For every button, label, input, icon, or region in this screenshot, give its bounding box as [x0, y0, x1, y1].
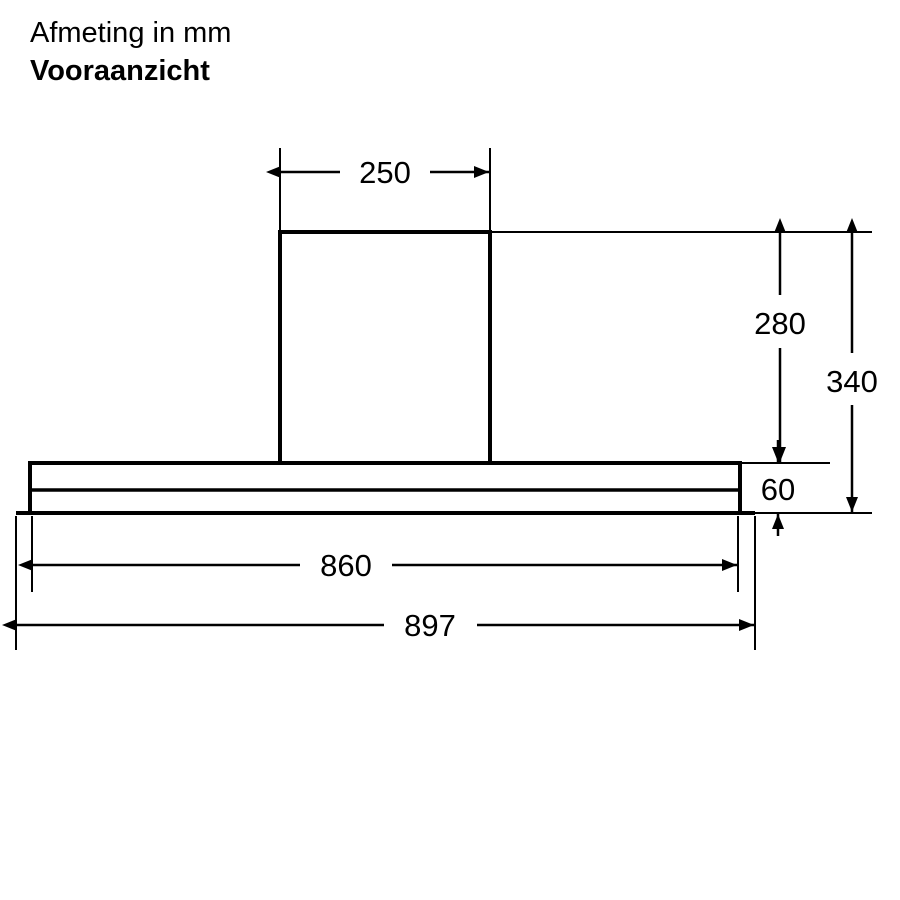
dimension-897: 897 [2, 608, 754, 643]
product-outline [16, 230, 755, 515]
dim-250-label: 250 [359, 155, 411, 190]
dim-280-label: 280 [754, 306, 806, 341]
dim-60-label: 60 [761, 472, 795, 507]
drawing-title-block: Afmeting in mm Vooraanzicht [30, 14, 530, 90]
extension-lines [15, 148, 872, 650]
view-name-heading: Vooraanzicht [30, 55, 210, 87]
unit-caption: Afmeting in mm [30, 17, 232, 49]
dim-860-label: 860 [320, 548, 372, 583]
chimney-duct-outline [278, 230, 492, 465]
dimension-860: 860 [18, 548, 737, 583]
dim-897-label: 897 [404, 608, 456, 643]
dimension-60: 60 [761, 440, 795, 536]
dimension-250: 250 [266, 155, 489, 190]
dimension-280: 280 [754, 218, 806, 462]
dim-340-label: 340 [826, 364, 878, 399]
canopy-body-outline [28, 461, 742, 515]
dimension-340: 340 [826, 218, 878, 512]
